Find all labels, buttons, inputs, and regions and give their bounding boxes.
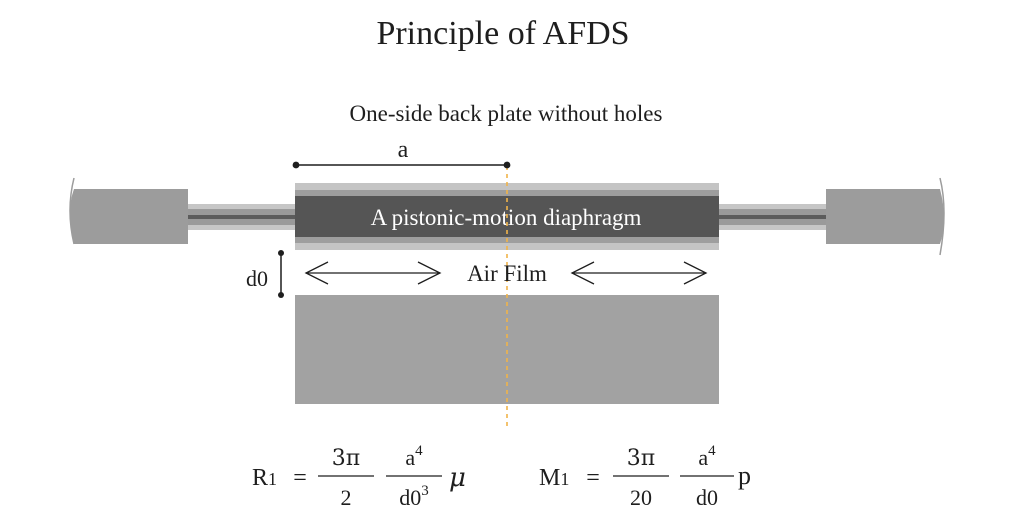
air-film-label: Air Film: [467, 261, 547, 286]
back-plate-caption: One-side back plate without holes: [350, 101, 663, 126]
formula-m1: M1 = 3π 20 a4 d0 p: [539, 443, 751, 510]
air-film-arrow-left: [304, 261, 442, 285]
svg-text:3π: 3π: [332, 446, 360, 471]
svg-text:μ: μ: [449, 463, 466, 493]
svg-text:2: 2: [341, 485, 352, 510]
svg-text:3π: 3π: [627, 446, 655, 471]
air-film-arrow-right: [570, 261, 708, 285]
left-clamp: [69, 177, 188, 245]
gap-dimension: [278, 250, 284, 298]
svg-text:=: =: [293, 465, 307, 491]
svg-text:d03: d03: [399, 483, 429, 510]
radius-label: a: [398, 137, 409, 163]
diaphragm-label: A pistonic-motion diaphragm: [371, 205, 642, 230]
left-suspension: [188, 204, 296, 230]
svg-text:20: 20: [630, 485, 652, 510]
svg-text:a4: a4: [405, 443, 423, 470]
svg-text:R1: R1: [252, 465, 277, 491]
right-clamp: [826, 177, 945, 256]
right-suspension: [718, 204, 826, 230]
formula-r1: R1 = 3π 2 a4 d03 μ: [252, 443, 466, 510]
svg-text:=: =: [586, 465, 600, 491]
svg-text:a4: a4: [698, 443, 716, 470]
svg-text:M1: M1: [539, 465, 569, 491]
gap-label: d0: [246, 266, 268, 291]
svg-text:d0: d0: [696, 485, 718, 510]
radius-dimension: [292, 161, 511, 169]
svg-text:p: p: [738, 461, 751, 490]
diagram-title: Principle of AFDS: [376, 15, 629, 52]
